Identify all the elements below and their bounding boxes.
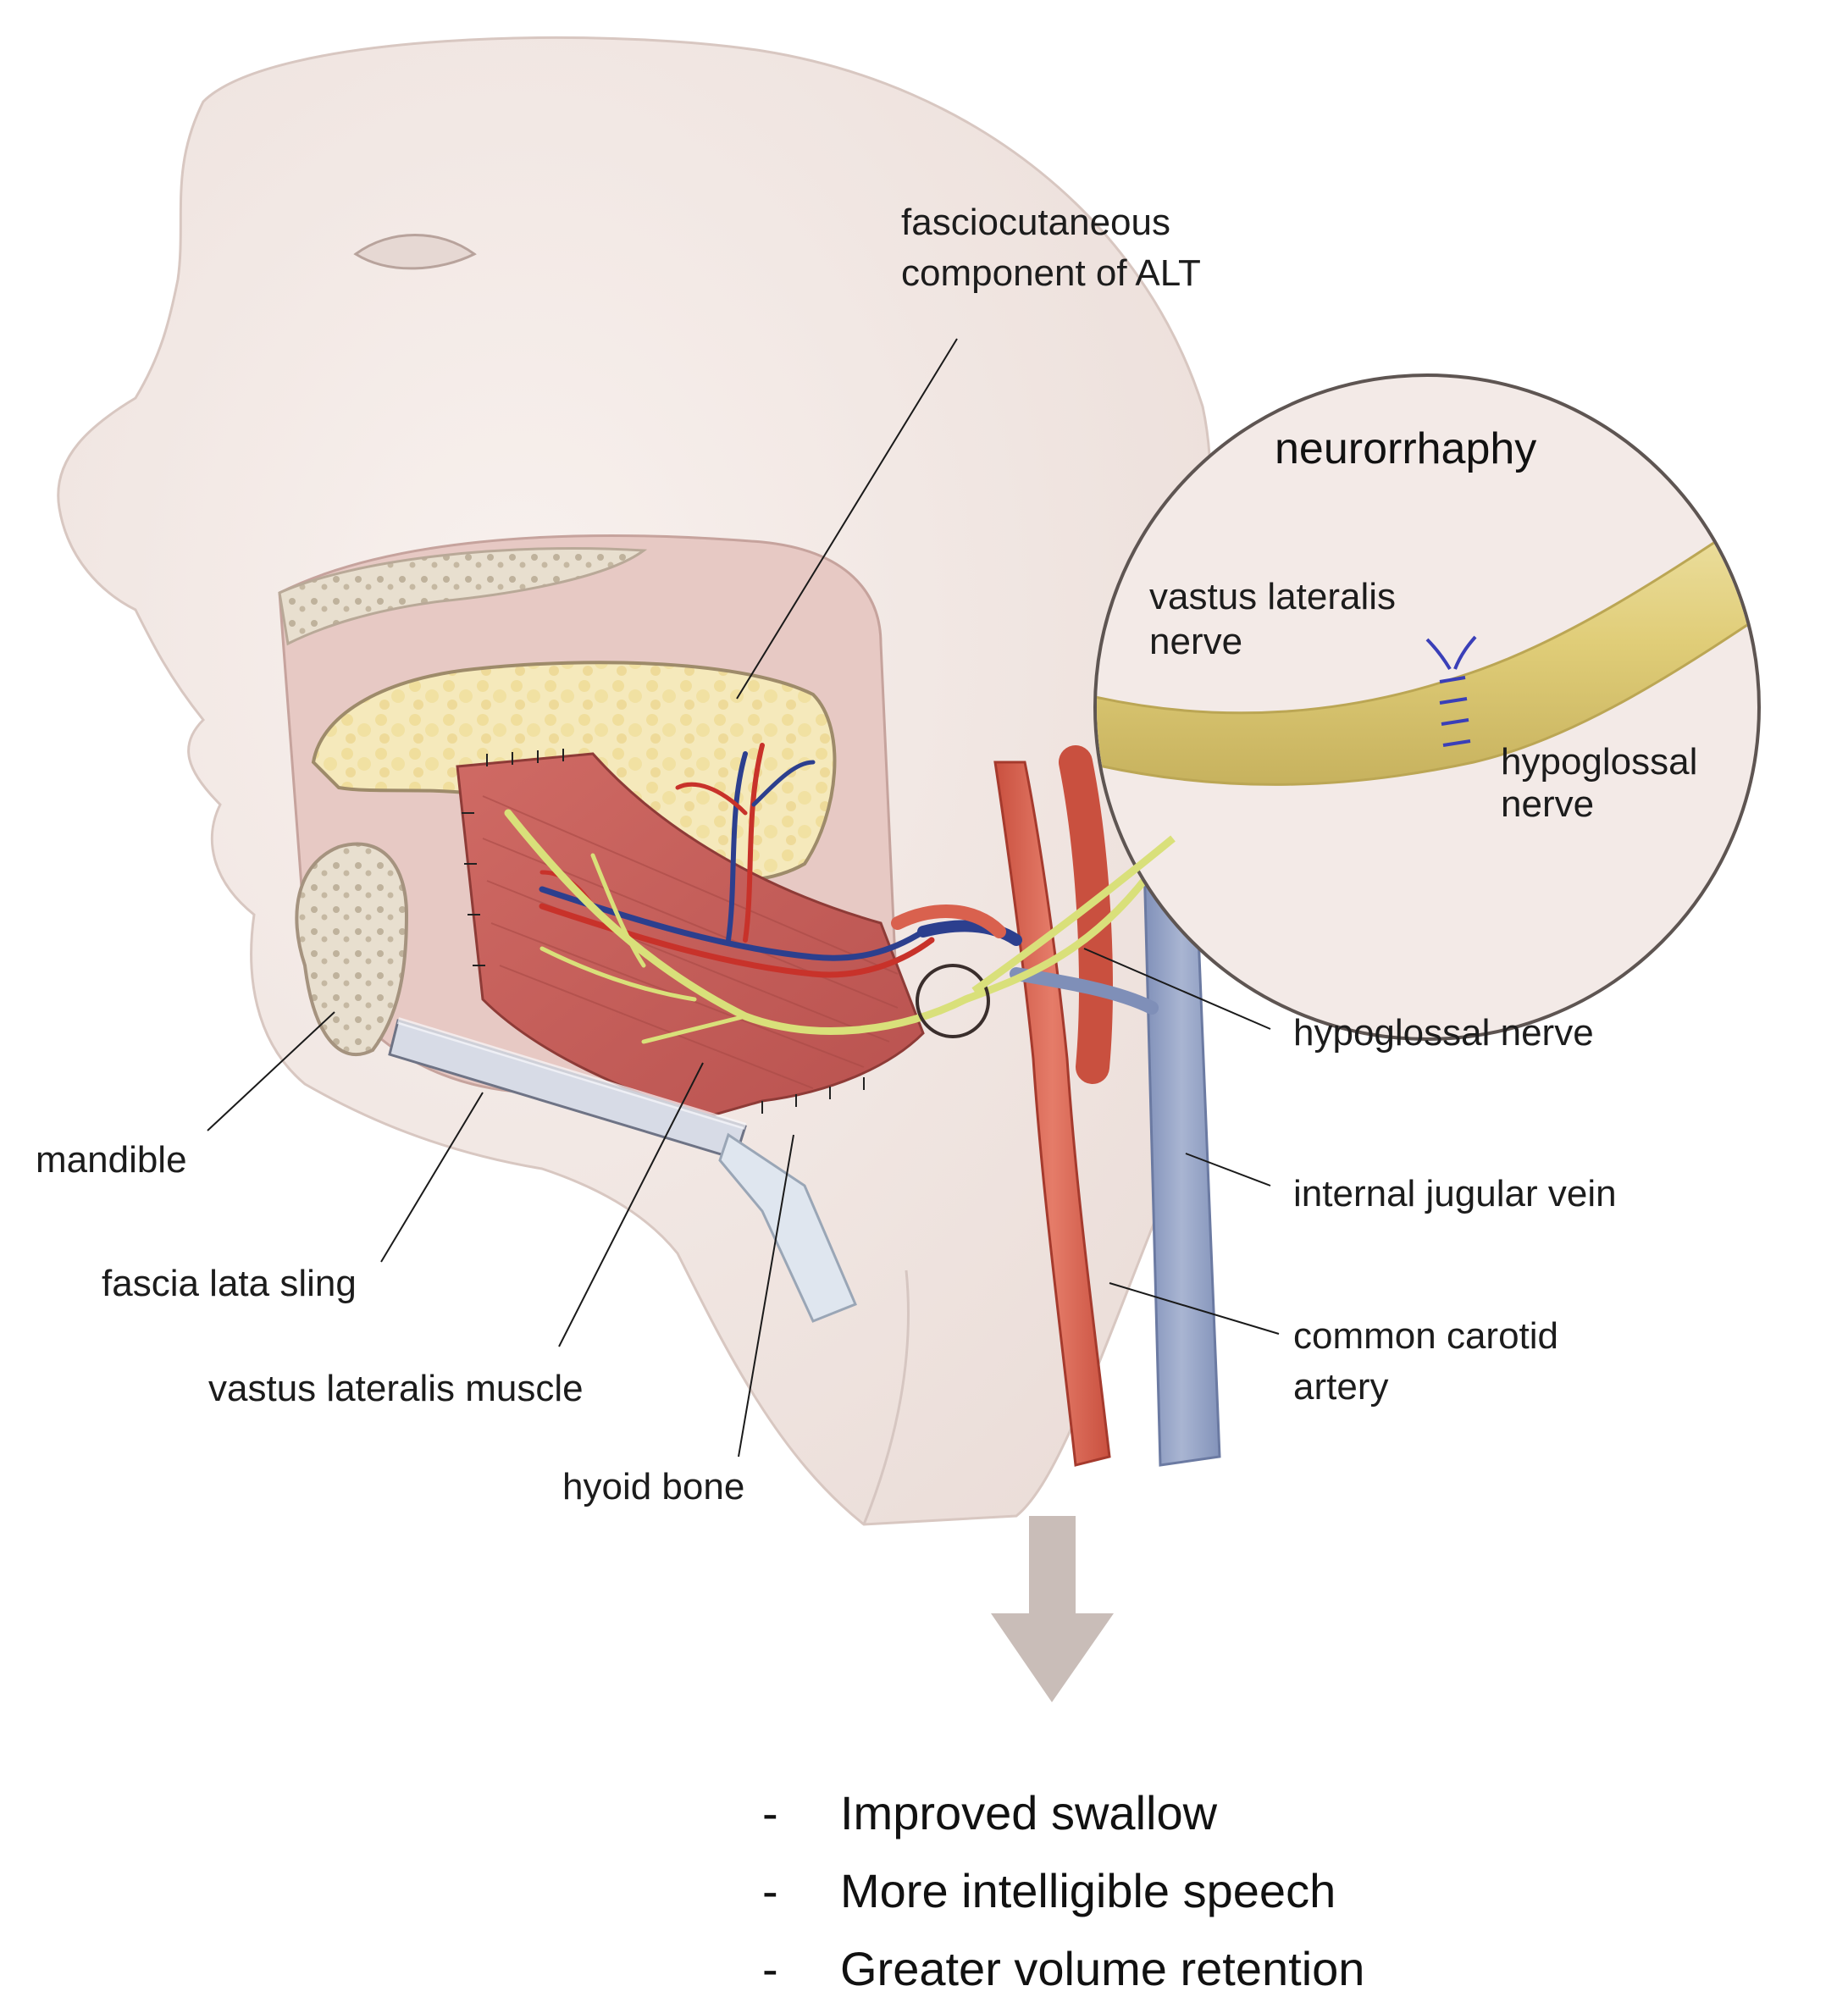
vastus-lateralis-muscle-label: vastus lateralis muscle [208, 1368, 584, 1409]
mandible-bone [295, 842, 409, 1056]
inset-hypoglossal-label-line2: nerve [1501, 783, 1595, 825]
nerve-branches [504, 809, 1173, 1044]
outcome-text: Improved swallow [840, 1786, 1218, 1839]
pedicle-vessels [539, 743, 1159, 1015]
inset-vastus-label-line1: vastus lateralis [1149, 576, 1397, 617]
inset-vastus-label-line2: nerve [1149, 621, 1243, 662]
hypoglossal-nerve-label: hypoglossal nerve [1293, 1012, 1594, 1054]
outcomes-list: - Improved swallow - More intelligible s… [762, 1774, 1694, 2008]
neurorrhaphy-site-marker [916, 964, 990, 1038]
common-carotid-label-line2: artery [1293, 1366, 1389, 1408]
fasciocutaneous-label-line2: component of ALT [901, 252, 1201, 294]
flap-sutures [462, 749, 865, 1114]
maxilla [278, 546, 648, 646]
outcome-dash: - [762, 1942, 778, 1995]
eye [353, 234, 477, 270]
neurorrhaphy-title: neurorrhaphy [1275, 424, 1537, 473]
suture-knots [1425, 635, 1477, 747]
down-arrow [991, 1516, 1114, 1702]
outcome-dash: - [762, 1786, 778, 1839]
inset-hypoglossal-label-line1: hypoglossal [1501, 741, 1698, 783]
outcome-item: - Improved swallow [762, 1774, 1694, 1852]
outcome-item: - More intelligible speech [762, 1852, 1694, 1930]
hyoid [718, 1132, 857, 1323]
leader-lines [207, 338, 1280, 1458]
outcome-dash: - [762, 1864, 778, 1917]
common-carotid-label-line1: common carotid [1293, 1315, 1559, 1357]
neurorrhaphy-inset [971, 373, 1761, 1041]
hyoid-bone-label: hyoid bone [562, 1466, 745, 1507]
outcome-item: - Greater volume retention [762, 1930, 1694, 2008]
fasciocutaneous-label-line1: fasciocutaneous [901, 202, 1170, 243]
fascia-lata-sling-label: fascia lata sling [102, 1263, 357, 1304]
mandible-label: mandible [36, 1139, 187, 1181]
outcome-text: More intelligible speech [840, 1864, 1336, 1917]
internal-jugular-vein-label: internal jugular vein [1293, 1173, 1617, 1214]
outcome-text: Greater volume retention [840, 1942, 1365, 1995]
